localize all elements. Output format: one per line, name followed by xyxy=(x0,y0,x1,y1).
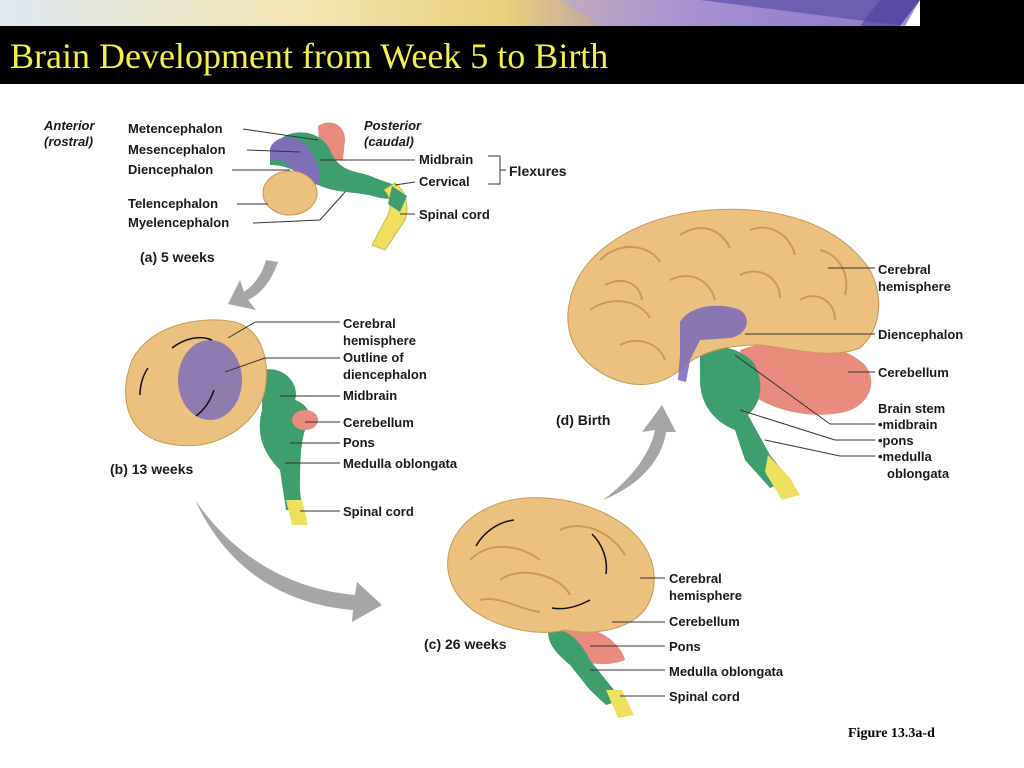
telencephalon-label: Telencephalon xyxy=(128,196,219,211)
leader-lines-c xyxy=(590,577,665,697)
cervical-flexure-label: Cervical xyxy=(419,174,470,189)
slide-title: Brain Development from Week 5 to Birth xyxy=(10,36,609,76)
brain-26-weeks xyxy=(447,497,655,718)
cerebral-label-b: Cerebral xyxy=(343,316,396,331)
caption-13-weeks: (b) 13 weeks xyxy=(110,461,194,477)
hemisphere-label-b: hemisphere xyxy=(343,333,416,348)
leader-lines-a xyxy=(232,128,506,224)
hemisphere-label-c: hemisphere xyxy=(669,588,742,603)
brain-13-weeks xyxy=(125,319,318,525)
hemisphere-label-d: hemisphere xyxy=(878,279,951,294)
pons-label-b: Pons xyxy=(343,435,375,450)
brain-stem-label-d: Brain stem xyxy=(878,401,946,416)
decorative-banner xyxy=(0,0,1024,26)
medulla-oblongata-label-b: Medulla oblongata xyxy=(343,456,458,471)
midbrain-flexure-label: Midbrain xyxy=(419,152,474,167)
outline-of-label-b: Outline of xyxy=(343,350,404,365)
title-bar xyxy=(0,26,1024,84)
spinal-cord-label-c: Spinal cord xyxy=(669,689,740,704)
rostral-label: (rostral) xyxy=(44,134,94,149)
pons-label-c: Pons xyxy=(669,639,701,654)
anterior-label: Anterior xyxy=(44,118,95,133)
cerebellum-label-c: Cerebellum xyxy=(669,614,740,629)
spinal-cord-label-b: Spinal cord xyxy=(343,504,414,519)
caption-26-weeks: (c) 26 weeks xyxy=(424,636,507,652)
flexures-label: Flexures xyxy=(509,163,567,179)
progression-arrow-c-to-d xyxy=(603,405,676,500)
diencephalon-label-d: Diencephalon xyxy=(878,327,964,342)
metencephalon-label: Metencephalon xyxy=(128,121,223,136)
caudal-label: (caudal) xyxy=(364,134,414,149)
oblongata-label-d: oblongata xyxy=(887,466,950,481)
leader-lines-d xyxy=(734,267,875,457)
posterior-label: Posterior xyxy=(364,118,422,133)
spinal-cord-label-a: Spinal cord xyxy=(419,207,490,222)
cerebral-label-d: Cerebral xyxy=(878,262,931,277)
leader-lines-b xyxy=(224,321,340,512)
figure-reference: Figure 13.3a-d xyxy=(848,726,935,741)
cerebral-label-c: Cerebral xyxy=(669,571,722,586)
diencephalon-label-b: diencephalon xyxy=(343,367,427,382)
myelencephalon-label: Myelencephalon xyxy=(128,215,230,230)
progression-arrow-a-to-b xyxy=(228,260,278,310)
caption-5-weeks: (a) 5 weeks xyxy=(140,249,215,265)
mesencephalon-label: Mesencephalon xyxy=(128,142,226,157)
brain-at-birth xyxy=(567,208,880,500)
midbrain-label-d: •midbrain xyxy=(878,417,938,432)
caption-birth: (d) Birth xyxy=(556,412,611,428)
diencephalon-label: Diencephalon xyxy=(128,162,214,177)
pons-label-d: •pons xyxy=(878,433,914,448)
medulla-oblongata-label-c: Medulla oblongata xyxy=(669,664,784,679)
banner-graphic xyxy=(0,0,1024,26)
midbrain-label-b: Midbrain xyxy=(343,388,398,403)
cerebellum-label-b: Cerebellum xyxy=(343,415,414,430)
medulla-label-d: •medulla xyxy=(878,449,932,464)
brain-5-weeks xyxy=(262,122,408,251)
cerebellum-label-d: Cerebellum xyxy=(878,365,949,380)
progression-arrow-b-to-c xyxy=(195,500,382,622)
